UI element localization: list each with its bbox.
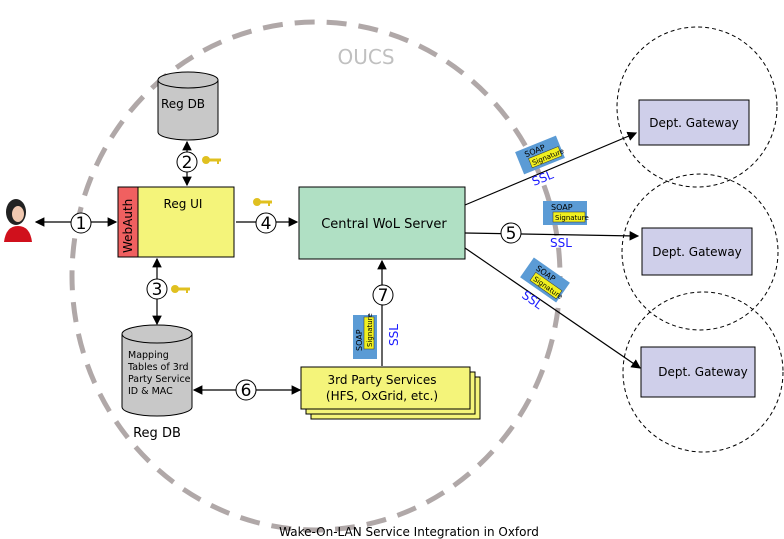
central-wol-server (298, 186, 466, 260)
dept-gateway-1 (638, 99, 750, 146)
gateway-zone-3 (622, 291, 784, 453)
key-icon (253, 198, 272, 206)
ssl-label-4: SSL (387, 324, 401, 346)
step-7: 7 (378, 286, 389, 306)
step-6: 6 (241, 381, 252, 401)
step-2: 2 (182, 153, 193, 173)
dept-gateway-3 (640, 346, 756, 398)
soap-badge-2: SOAP Signature (542, 200, 589, 226)
svg-text:Signature: Signature (555, 214, 589, 222)
step-4: 4 (261, 214, 272, 234)
central-wol-server-label: Central WoL Server (321, 217, 447, 232)
dept-gateway-3-label: Dept. Gateway (658, 365, 748, 379)
key-icon (202, 156, 221, 164)
mapping-db (121, 324, 193, 417)
mapping-db-line: Party Service (128, 374, 191, 385)
reg-ui-label: Reg UI (164, 197, 203, 211)
step-3: 3 (152, 280, 163, 300)
mapping-db-line: Mapping (128, 350, 169, 361)
step-markers (70, 151, 522, 401)
dept-gateway-1-label: Dept. Gateway (649, 116, 739, 130)
mapping-db-line: ID & MAC (128, 386, 173, 397)
svg-text:SOAP: SOAP (551, 203, 573, 212)
dept-gateway-2 (641, 227, 753, 276)
gateway-zone-1 (616, 26, 778, 188)
svg-text:Signature: Signature (366, 313, 374, 347)
third-party-label-1: 3rd Party Services (328, 373, 437, 387)
third-party-label-2: (HFS, OxGrid, etc.) (326, 389, 438, 403)
dept-gateway-2-label: Dept. Gateway (652, 245, 742, 259)
ssl-label-1: SSL (530, 167, 556, 188)
webauth-label: WebAuth (121, 199, 135, 253)
step-5: 5 (506, 224, 517, 244)
svg-text:SOAP: SOAP (355, 329, 364, 351)
mapping-db-line: Tables of 3rd (127, 362, 189, 373)
region-label: OUCS (337, 45, 394, 69)
key-icon (171, 285, 190, 293)
caption: Wake-On-LAN Service Integration in Oxfor… (279, 525, 539, 539)
third-party-services (300, 366, 481, 420)
oucs-region (69, 19, 563, 533)
step-1: 1 (76, 214, 87, 234)
reg-ui-box (137, 186, 235, 258)
ssl-label-2: SSL (550, 236, 572, 250)
gateway-zone-2 (621, 173, 779, 331)
reg-db-bottom-label: Reg DB (133, 426, 181, 441)
reg-db-top (157, 71, 219, 141)
reg-db-top-label: Reg DB (161, 97, 205, 111)
user-icon (4, 199, 32, 242)
